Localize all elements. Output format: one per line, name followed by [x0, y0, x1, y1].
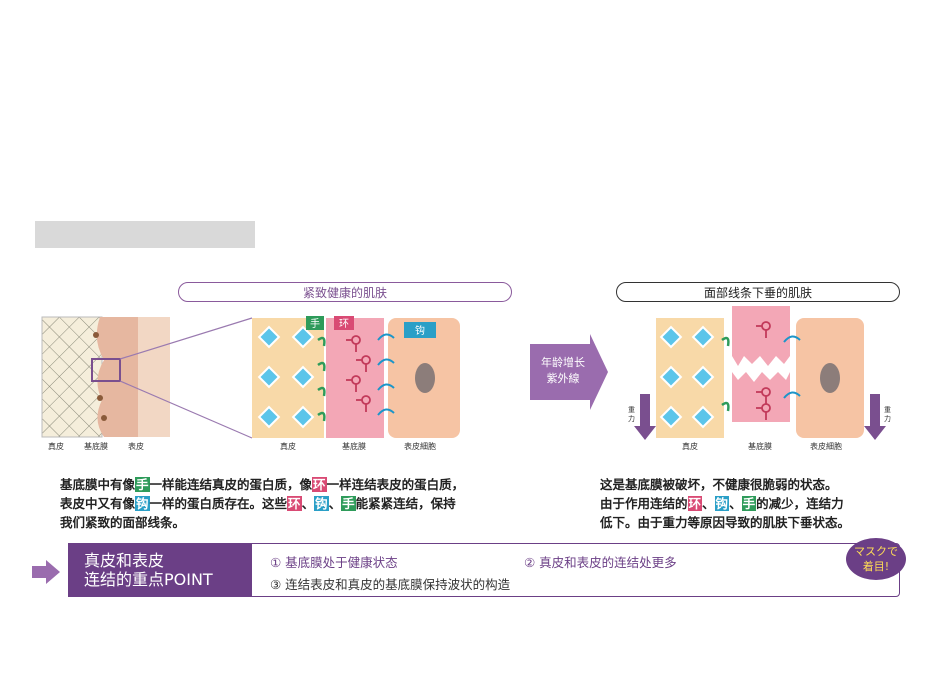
healthy-skin-title: 紧致健康的肌肤 [178, 282, 512, 302]
gravity-label-right-1: 重 [884, 406, 891, 414]
label-zhenpi-thumb: 真皮 [48, 441, 64, 451]
point-title: 真皮和表皮 连结的重点POINT [68, 543, 252, 597]
label-zhenpi-sagging: 真皮 [682, 441, 698, 451]
mask-focus-badge: マスクで 着目! [846, 538, 906, 580]
tag-huan: 环 [287, 496, 302, 511]
badge-line1: マスクで [854, 545, 898, 558]
tag-gou: 钩 [314, 496, 329, 511]
label-jidimo-sagging: 基底膜 [748, 441, 772, 451]
text: 我们紧致的面部线条。 [60, 515, 186, 530]
point-title-line1: 真皮和表皮 [84, 551, 165, 570]
point-arrow-icon [32, 560, 60, 584]
tag-shou: 手 [341, 496, 356, 511]
point-item-1: ① 基底膜处于健康状态 [270, 555, 398, 570]
text: 能紧紧连结，保持 [355, 496, 456, 511]
tag-huan-diagram: 环 [339, 319, 349, 330]
text: 、 [301, 496, 315, 511]
tag-shou: 手 [741, 496, 757, 511]
text: 由于作用连结的 [600, 496, 688, 511]
gravity-arrow-left [634, 394, 656, 440]
arrow-text-line1: 年龄增长 [541, 355, 585, 369]
tag-gou: 钩 [714, 496, 730, 511]
gravity-label-left-2: 力 [628, 414, 635, 423]
text: 一样连结表皮的蛋白质， [326, 477, 465, 492]
sagging-zoom [634, 306, 886, 440]
text: 这是基底膜被破坏，不健康很脆弱的状态。 [600, 477, 838, 492]
tag-shou-diagram: 手 [310, 317, 320, 330]
aging-arrow [530, 334, 608, 410]
label-biaopixibao-healthy: 表皮細胞 [404, 441, 436, 451]
sagging-skin-title: 面部线条下垂的肌肤 [616, 282, 900, 302]
gravity-label-right-2: 力 [884, 414, 891, 423]
tag-gou: 钩 [135, 496, 150, 511]
label-biaopi-thumb: 表皮 [128, 441, 144, 451]
point-item-2: ② 真皮和表皮的连结处更多 [524, 555, 677, 570]
skin-cross-section [41, 316, 253, 439]
text: 低下。由于重力等原因导致的肌肤下垂状态。 [600, 515, 851, 530]
text: 、 [702, 496, 715, 511]
label-biaopixibao-sagging: 表皮細胞 [810, 441, 842, 451]
label-zhenpi-healthy: 真皮 [280, 441, 296, 451]
gravity-label-left-1: 重 [628, 406, 635, 414]
badge-line2: 着目! [862, 560, 890, 573]
text: 的减少，连结力 [756, 496, 844, 511]
text: 、 [729, 496, 742, 511]
text: 表皮中又有像 [60, 496, 136, 511]
text: 一样的蛋白质存在。这些 [149, 496, 288, 511]
tag-shou: 手 [135, 477, 150, 492]
text: 一样能连结真皮的蛋白质，像 [149, 477, 313, 492]
label-jidimo-healthy: 基底膜 [342, 441, 366, 451]
point-title-line2: 连结的重点POINT [84, 570, 213, 589]
sagging-description: 这是基底膜被破坏，不健康很脆弱的状态。 由于作用连结的环、钩、手的减少，连结力 … [600, 475, 900, 532]
healthy-zoom [252, 316, 460, 438]
arrow-text-line2: 紫外線 [547, 371, 580, 385]
tag-huan: 环 [687, 496, 703, 511]
text: 、 [328, 496, 342, 511]
text: 基底膜中有像 [60, 477, 136, 492]
gravity-arrow-right [864, 394, 886, 440]
tag-gou-diagram: 钩 [415, 325, 425, 337]
point-item-3: ③ 连结表皮和真皮的基底膜保持波状的构造 [270, 577, 511, 592]
label-jidimo-thumb: 基底膜 [84, 441, 108, 451]
tag-huan: 环 [312, 477, 327, 492]
healthy-description: 基底膜中有像手一样能连结真皮的蛋白质，像环一样连结表皮的蛋白质， 表皮中又有像钩… [60, 475, 520, 532]
header-placeholder-bar [35, 221, 255, 248]
